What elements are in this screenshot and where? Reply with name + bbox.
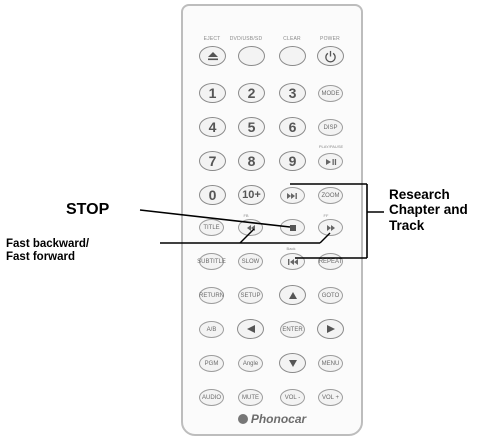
remote-control: EJECT DVD/USB/SD CLEAR POWER 1 2 3 MODE … xyxy=(181,4,363,436)
arrow-left-icon xyxy=(246,325,255,333)
clear-label: CLEAR xyxy=(283,36,301,42)
fast-callout-line-1: Fast backward/ xyxy=(6,238,90,250)
number-5-button[interactable]: 5 xyxy=(238,117,265,137)
number-6-button[interactable]: 6 xyxy=(279,117,306,137)
goto-button[interactable]: GOTO xyxy=(318,287,343,304)
angle-button[interactable]: Angle xyxy=(238,355,263,372)
zoom-button[interactable]: ZOOM xyxy=(318,187,343,204)
mute-button[interactable]: MUTE xyxy=(238,389,263,406)
stop-button[interactable] xyxy=(280,219,305,236)
subtitle-button[interactable]: SUBTITLE xyxy=(197,253,226,270)
vol-plus-button[interactable]: VOL + xyxy=(318,389,343,406)
up-button[interactable] xyxy=(279,285,306,305)
slow-button[interactable]: SLOW xyxy=(238,253,263,270)
dvd-usb-sd-label: DVD/USB/SD xyxy=(229,36,263,42)
back-label: Back xyxy=(286,246,296,251)
arrow-up-icon xyxy=(288,291,297,299)
next-button[interactable] xyxy=(280,187,305,204)
stop-leader-line xyxy=(139,209,291,228)
research-callout: Research Chapter and Track xyxy=(389,187,468,233)
eject-icon xyxy=(207,52,218,61)
program-button[interactable]: PGM xyxy=(199,355,224,372)
clear-button[interactable] xyxy=(279,46,306,66)
ff-label: FF xyxy=(323,213,329,218)
ab-button[interactable]: A/B xyxy=(199,321,224,338)
fast-callout: Fast backward/ Fast forward xyxy=(6,238,89,264)
arrow-right-icon xyxy=(326,325,335,333)
number-2-button[interactable]: 2 xyxy=(238,83,265,103)
left-button[interactable] xyxy=(237,319,264,339)
enter-button[interactable]: ENTER xyxy=(280,321,305,338)
fast-forward-icon xyxy=(326,224,335,231)
play-pause-icon xyxy=(325,158,336,165)
disp-button[interactable]: DISP xyxy=(318,119,343,136)
brand-icon xyxy=(237,414,248,424)
return-button[interactable]: RETURN xyxy=(199,287,224,304)
fast-callout-line-2: Fast forward xyxy=(6,250,76,263)
arrow-down-icon xyxy=(288,359,297,367)
number-3-button[interactable]: 3 xyxy=(279,83,306,103)
power-label: POWER xyxy=(320,36,340,42)
research-callout-line-1: Research xyxy=(389,187,450,202)
brand-logo: Phonocar xyxy=(183,412,361,426)
right-button[interactable] xyxy=(317,319,344,339)
power-icon xyxy=(325,50,336,62)
research-callout-line-2: Chapter and xyxy=(389,202,468,218)
audio-button[interactable]: AUDIO xyxy=(199,389,224,406)
power-button[interactable] xyxy=(317,46,344,66)
fast-leader-diag-left xyxy=(239,228,255,244)
number-8-button[interactable]: 8 xyxy=(238,151,265,171)
play-pause-label: PLAY/PAUSE xyxy=(318,144,344,149)
eject-button[interactable] xyxy=(199,46,226,66)
previous-track-icon xyxy=(288,258,298,265)
dvd-usb-sd-button[interactable] xyxy=(238,46,265,66)
number-7-button[interactable]: 7 xyxy=(199,151,226,171)
next-track-icon xyxy=(287,192,297,199)
menu-button[interactable]: MENU xyxy=(318,355,343,372)
stop-callout: STOP xyxy=(66,201,110,218)
mode-button[interactable]: MODE xyxy=(318,85,343,102)
fb-label: FB xyxy=(243,213,249,218)
eject-label: EJECT xyxy=(203,36,221,42)
number-0-button[interactable]: 0 xyxy=(199,185,226,205)
down-button[interactable] xyxy=(279,353,306,373)
stop-icon xyxy=(289,224,296,231)
number-10-plus-button[interactable]: 10+ xyxy=(238,185,265,205)
setup-button[interactable]: SETUP xyxy=(238,287,263,304)
title-button[interactable]: TITLE xyxy=(199,219,224,236)
vol-minus-button[interactable]: VOL - xyxy=(280,389,305,406)
number-9-button[interactable]: 9 xyxy=(279,151,306,171)
number-4-button[interactable]: 4 xyxy=(199,117,226,137)
number-1-button[interactable]: 1 xyxy=(199,83,226,103)
play-pause-button[interactable] xyxy=(318,153,343,170)
fast-leader-diag-right xyxy=(319,232,331,244)
fast-forward-button[interactable] xyxy=(318,219,343,236)
research-callout-line-3: Track xyxy=(389,217,425,233)
